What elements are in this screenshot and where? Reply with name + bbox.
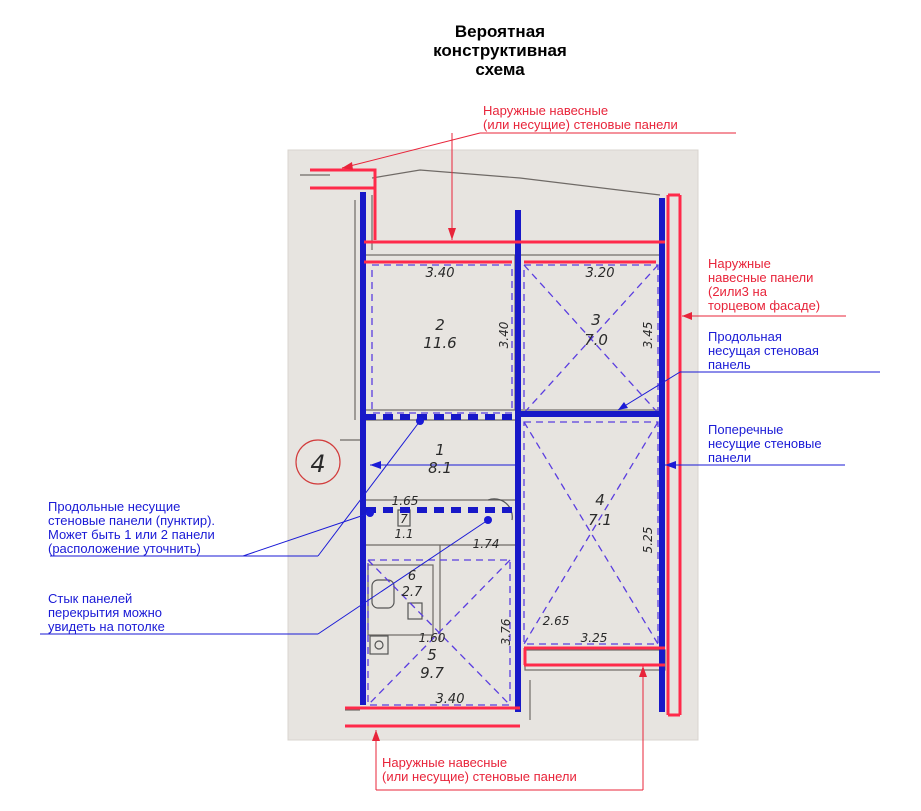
dim-top-left: 3.40 bbox=[426, 266, 455, 281]
room7-area: 1.1 bbox=[394, 527, 413, 541]
title-line-3: схема bbox=[475, 60, 525, 79]
room6-area: 2.7 bbox=[402, 585, 423, 600]
dim-165: 1.65 bbox=[392, 494, 419, 508]
dotted-longitudinal-walls bbox=[366, 414, 515, 513]
label-dotted-longitudinal: Продольные несущие стеновые панели (пунк… bbox=[48, 499, 216, 556]
room4-number: 4 bbox=[595, 491, 605, 509]
dim-bottom: 3.40 bbox=[436, 692, 465, 707]
label-bottom-outer-panels: Наружные навесные (или несущие) стеновые… bbox=[382, 755, 577, 784]
room1-area: 8.1 bbox=[428, 459, 452, 477]
room7-number: 7 bbox=[400, 512, 408, 526]
dim-325: 3.25 bbox=[581, 631, 608, 645]
sink-icon bbox=[369, 635, 389, 655]
room1-number: 1 bbox=[435, 441, 445, 459]
room2-number: 2 bbox=[435, 316, 445, 334]
dim-174: 1.74 bbox=[473, 537, 500, 551]
dim-376: 3.76 bbox=[499, 618, 513, 645]
section-mark-circle bbox=[295, 439, 341, 485]
section-mark-text: 4 bbox=[310, 450, 325, 478]
dim-room3-side: 3.45 bbox=[641, 322, 655, 349]
title-line-1: Вероятная bbox=[454, 22, 546, 41]
plan-handwritten-labels: 2 11.6 3 7.0 1 8.1 4 7.1 5 9.7 6 2.7 7 1… bbox=[392, 266, 655, 707]
dim-160: 1.60 bbox=[419, 631, 446, 645]
room4-area: 7.1 bbox=[588, 511, 612, 529]
plan-paper bbox=[288, 150, 698, 740]
room-dashed-outlines bbox=[367, 264, 659, 706]
room5-number: 5 bbox=[427, 646, 437, 664]
bathtub-icon bbox=[371, 579, 395, 609]
room5-area: 9.7 bbox=[420, 664, 444, 682]
diagram-title: Вероятная конструктивная схема bbox=[400, 22, 600, 79]
title-line-2: конструктивная bbox=[433, 41, 567, 60]
dim-room4-side: 5.25 bbox=[641, 527, 655, 554]
outer-panels bbox=[310, 168, 682, 728]
label-longitudinal-panel: Продольная несущая стеновая панель bbox=[708, 329, 819, 372]
room6-number: 6 bbox=[408, 569, 416, 584]
toilet-icon bbox=[407, 602, 423, 620]
red-leader-lines bbox=[341, 132, 846, 791]
room3-number: 3 bbox=[591, 311, 601, 329]
top-left-outer-panel bbox=[310, 168, 377, 190]
dim-top-right: 3.20 bbox=[586, 266, 615, 281]
label-top-outer-panels: Наружные навесные (или несущие) стеновые… bbox=[483, 103, 678, 132]
label-right-outer-panels: Наружные навесные панели (2или3 на торце… bbox=[708, 256, 821, 313]
room3-area: 7.0 bbox=[584, 331, 608, 349]
blue-arrowheads bbox=[366, 402, 676, 524]
dim-265: 2.65 bbox=[543, 614, 570, 628]
room2-area: 11.6 bbox=[423, 334, 456, 352]
label-transverse-panels: Поперечные несущие стеновые панели bbox=[708, 422, 822, 465]
label-slab-joint: Стык панелей перекрытия можно увидеть на… bbox=[48, 591, 165, 634]
blue-leader-lines bbox=[40, 371, 880, 635]
door-arc-icon bbox=[487, 498, 513, 521]
red-arrowheads bbox=[342, 162, 692, 741]
bearing-walls bbox=[360, 192, 665, 712]
dim-room2-side: 3.40 bbox=[497, 321, 511, 348]
